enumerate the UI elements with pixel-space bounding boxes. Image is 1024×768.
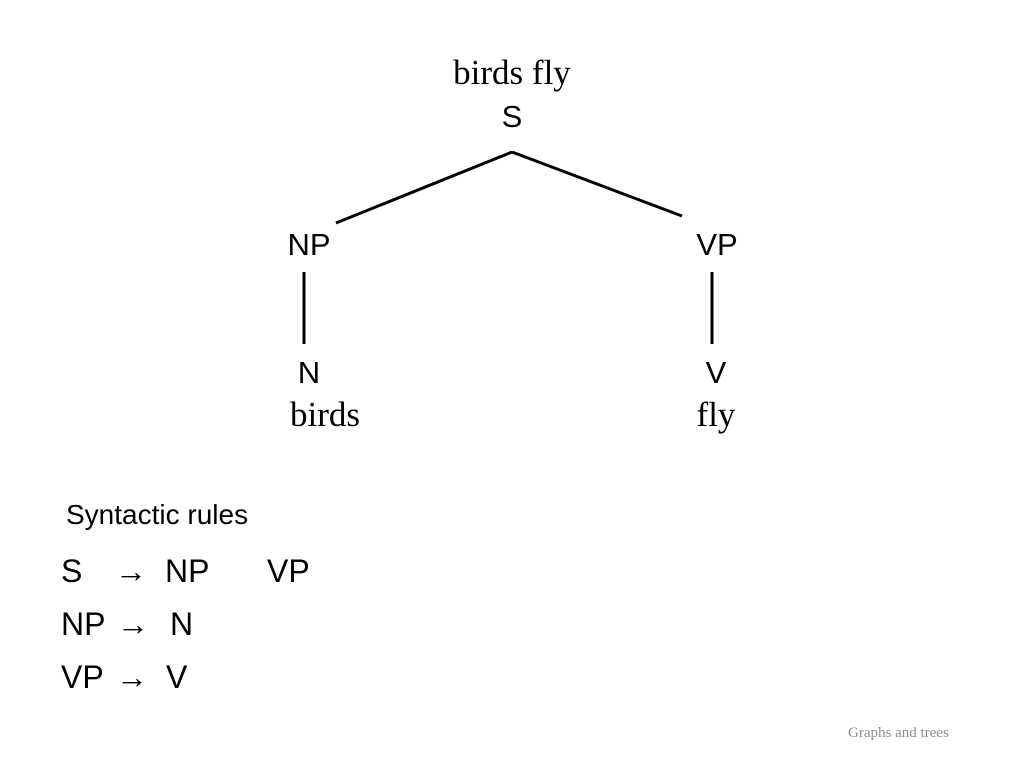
rule-lhs: S [61,553,83,589]
node-vp: VP [696,227,738,262]
footer-text: Graphs and trees [848,725,949,741]
rule-rhs-2: VP [267,553,310,589]
rule-vp: VP → V [61,661,241,697]
rule-lhs: NP [61,606,106,642]
edge-s-vp [511,150,683,218]
arrow-icon: → [115,553,147,589]
node-v: V [705,355,727,390]
rule-s: S → NP VP [61,555,321,591]
edge-s-np [335,150,513,225]
node-np: NP [287,227,331,262]
node-n: N [297,355,321,390]
rule-np: NP → N [61,608,241,644]
rule-rhs-1: N [170,606,194,642]
leaf-word-birds: birds [290,395,360,434]
node-s: S [501,99,523,134]
rule-rhs-1: NP [165,553,210,589]
rules-title: Syntactic rules [66,499,249,530]
arrow-icon: → [116,659,148,695]
arrow-icon: → [117,606,149,642]
root-phrase: birds fly [453,53,571,92]
leaf-word-fly: fly [696,395,736,434]
rule-lhs: VP [61,659,104,695]
rule-rhs-1: V [166,659,188,695]
